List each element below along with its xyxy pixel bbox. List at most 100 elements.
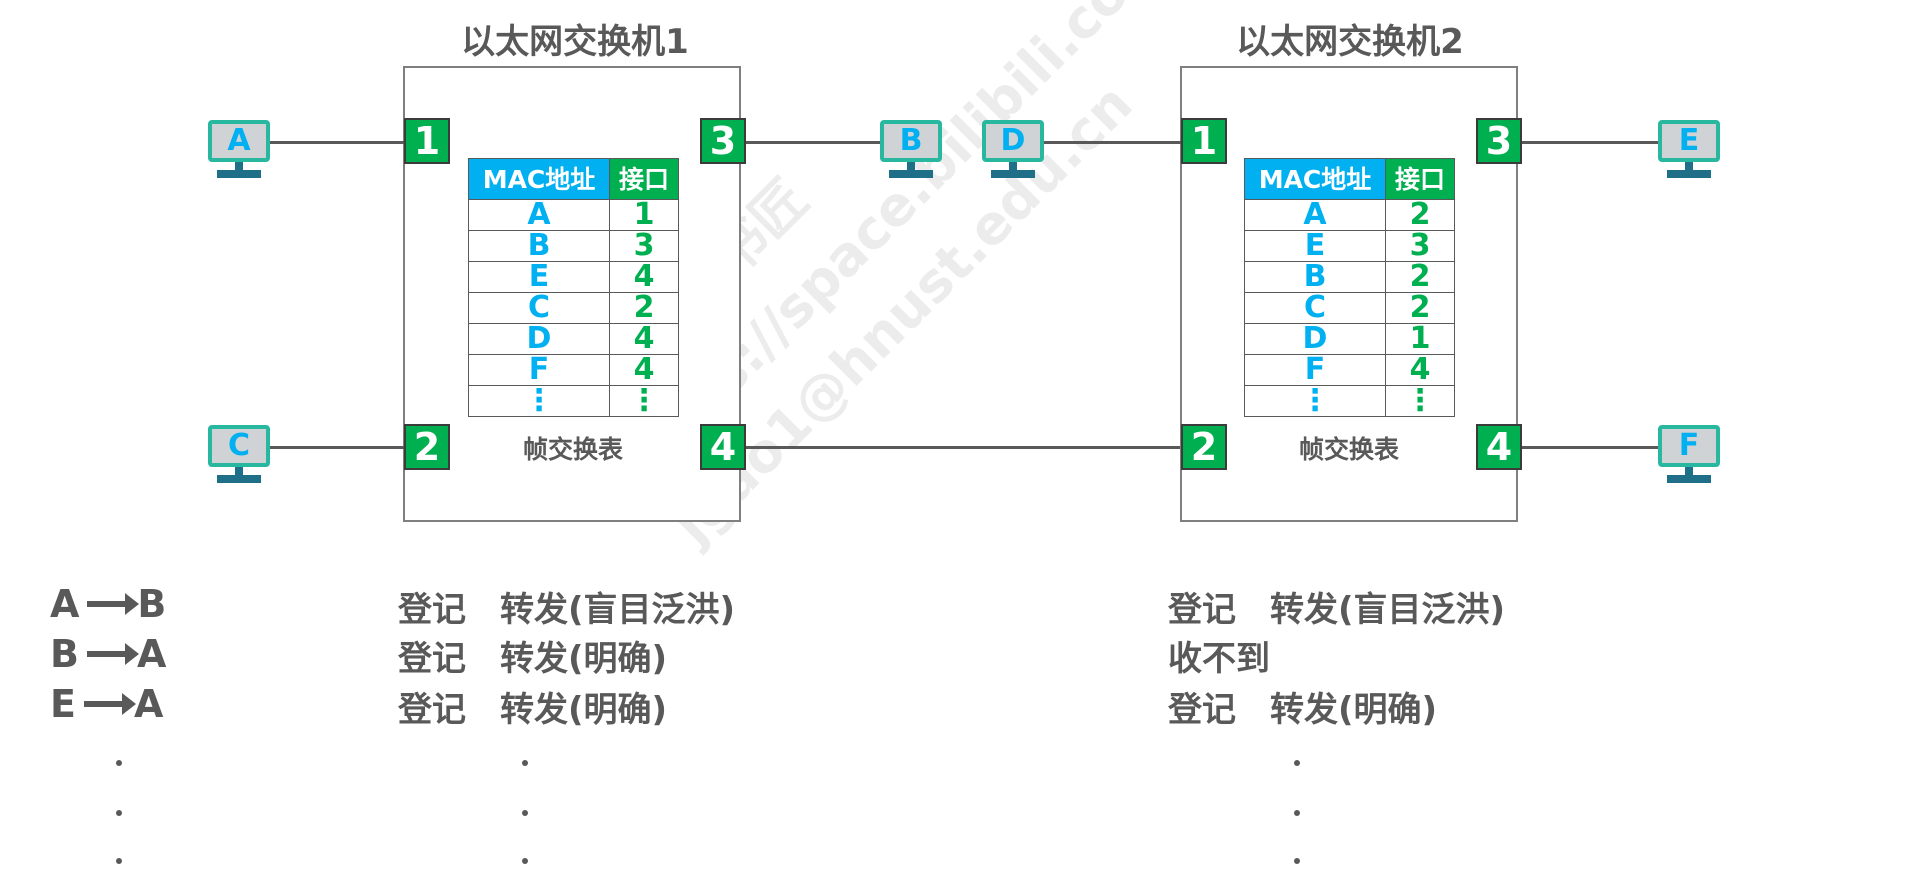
continuation-dot	[522, 810, 528, 816]
continuation-dot	[116, 810, 122, 816]
switch1-table-caption: 帧交换表	[522, 435, 623, 464]
arrow-right-icon	[83, 693, 136, 715]
table-header-port: 接口	[609, 158, 679, 200]
arrow-right-icon	[87, 593, 140, 615]
continuation-dot	[116, 858, 122, 864]
mac-cell: F	[468, 354, 610, 386]
host-D: D	[982, 120, 1044, 182]
mac-cell: C	[468, 292, 610, 324]
continuation-dot	[1294, 858, 1300, 864]
link-sw2p3-E	[1522, 141, 1658, 144]
port-cell: 4	[609, 323, 679, 355]
port-cell: 3	[1385, 230, 1455, 262]
table-header-mac: MAC地址	[1244, 158, 1386, 200]
host-label: C	[227, 428, 251, 463]
monitor-icon: A	[208, 120, 270, 162]
mac-cell: F	[1244, 354, 1386, 386]
link-C-sw1p2	[268, 446, 404, 449]
monitor-icon: D	[982, 120, 1044, 162]
sw1-action-forward: 转发(明确)	[500, 690, 668, 730]
port-cell: 4	[609, 261, 679, 293]
sw1-action-register: 登记	[398, 590, 466, 630]
host-label: E	[1678, 123, 1700, 158]
switch2-port-4: 4	[1476, 424, 1522, 470]
switch2-table-caption: 帧交换表	[1298, 435, 1399, 464]
monitor-icon: F	[1658, 425, 1720, 467]
mac-cell: B	[468, 230, 610, 262]
switch2-port-3: 3	[1476, 118, 1522, 164]
table-header-mac: MAC地址	[468, 158, 610, 200]
sw2-action-register: 登记	[1168, 590, 1236, 630]
table-row: ⋮⋮	[468, 385, 679, 417]
event-from: E	[50, 682, 76, 726]
continuation-dot	[522, 858, 528, 864]
port-cell: 4	[609, 354, 679, 386]
monitor-icon: B	[880, 120, 942, 162]
link-A-sw1p1	[268, 141, 404, 144]
host-label: A	[227, 123, 251, 158]
host-E: E	[1658, 120, 1720, 182]
port-cell: 2	[1385, 261, 1455, 293]
host-label: F	[1678, 428, 1700, 463]
monitor-icon: E	[1658, 120, 1720, 162]
sw1-action-register: 登记	[398, 639, 466, 679]
port-cell: ⋮	[1385, 385, 1455, 417]
mac-cell: E	[468, 261, 610, 293]
link-D-sw2p1	[1044, 141, 1182, 144]
event-to: B	[137, 582, 167, 626]
mac-cell: A	[468, 199, 610, 231]
table-row: ⋮⋮	[1244, 385, 1455, 417]
port-cell: 2	[609, 292, 679, 324]
port-cell: 3	[609, 230, 679, 262]
host-B: B	[880, 120, 942, 182]
mac-cell: ⋮	[1244, 385, 1386, 417]
monitor-icon: C	[208, 425, 270, 467]
switch2-port-2: 2	[1181, 424, 1227, 470]
switch1-title: 以太网交换机1	[461, 22, 689, 62]
host-F: F	[1658, 425, 1720, 487]
event-from: B	[50, 632, 79, 676]
event-from: A	[50, 582, 80, 626]
sw2-action-not-received: 收不到	[1168, 639, 1270, 679]
mac-cell: E	[1244, 230, 1386, 262]
continuation-dot	[1294, 810, 1300, 816]
mac-cell: ⋮	[468, 385, 610, 417]
port-cell: 1	[609, 199, 679, 231]
host-C: C	[208, 425, 270, 487]
switch2-title: 以太网交换机2	[1236, 22, 1464, 62]
sw2-action-register: 登记	[1168, 690, 1236, 730]
arrow-right-icon	[86, 643, 139, 665]
switch1-port-1: 1	[404, 118, 450, 164]
port-cell: 1	[1385, 323, 1455, 355]
continuation-dot	[116, 760, 122, 766]
table-header-port: 接口	[1385, 158, 1455, 200]
switch2-port-1: 1	[1181, 118, 1227, 164]
link-sw1p4-sw2p2	[746, 446, 1182, 449]
continuation-dot	[522, 760, 528, 766]
switch1-port-4: 4	[700, 424, 746, 470]
host-label: B	[899, 123, 923, 158]
port-cell: 4	[1385, 354, 1455, 386]
sw1-action-forward: 转发(明确)	[500, 639, 668, 679]
sw1-action-forward: 转发(盲目泛洪)	[500, 590, 736, 630]
sw2-action-forward: 转发(明确)	[1270, 690, 1438, 730]
mac-cell: D	[1244, 323, 1386, 355]
switch1-port-2: 2	[404, 424, 450, 470]
host-label: D	[1000, 123, 1026, 158]
sw2-action-forward: 转发(盲目泛洪)	[1270, 590, 1506, 630]
